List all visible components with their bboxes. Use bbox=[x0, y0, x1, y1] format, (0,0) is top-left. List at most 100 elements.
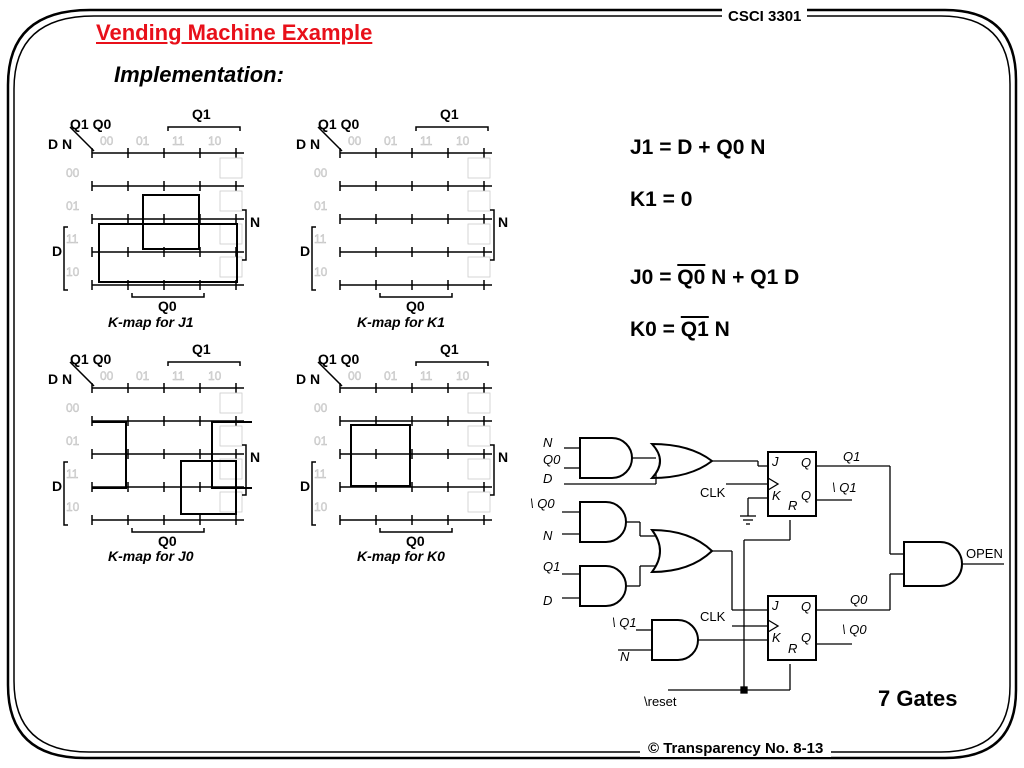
equation-k0: K0 = Q1 N bbox=[630, 318, 730, 341]
or-gate-2 bbox=[649, 528, 714, 574]
and-gate-1 bbox=[579, 437, 633, 479]
and-gate-3 bbox=[579, 565, 627, 607]
input-d-label: D bbox=[543, 471, 552, 486]
kmap-caption-j0: K-map for J0 bbox=[108, 548, 194, 564]
kmap-col-code: 01 bbox=[136, 134, 150, 148]
kmap-q0-label: Q0 bbox=[406, 533, 425, 549]
input-q1-not-label: \ Q1 bbox=[612, 615, 637, 630]
kmap-row-code: 01 bbox=[314, 434, 328, 448]
kmap-row-code: 01 bbox=[66, 434, 80, 448]
input-n-label: N bbox=[543, 435, 553, 450]
svg-text:K: K bbox=[772, 488, 782, 503]
kmap-q1q0-label: Q1 Q0 bbox=[318, 116, 359, 132]
slide-subtitle: Implementation: bbox=[114, 62, 284, 87]
output-q0-label: Q0 bbox=[850, 592, 868, 607]
kmap-row-code: 00 bbox=[314, 401, 328, 415]
kmap-row-code: 00 bbox=[66, 401, 80, 415]
kmap-d-label: D bbox=[300, 478, 310, 494]
kmap-row-code: 10 bbox=[66, 265, 80, 279]
transparency-number: © Transparency No. 8-13 bbox=[640, 740, 832, 757]
clk-label-2: CLK bbox=[700, 609, 726, 624]
svg-text:Q: Q bbox=[801, 488, 811, 503]
svg-text:Q: Q bbox=[801, 599, 811, 614]
kmap-row-code: 10 bbox=[314, 500, 328, 514]
kmap-d-label: D bbox=[52, 243, 62, 259]
kmap-group bbox=[98, 223, 238, 283]
output-open-label: OPEN bbox=[966, 546, 1003, 561]
kmap-col-code: 00 bbox=[348, 369, 362, 383]
kmap-q1q0-label: Q1 Q0 bbox=[70, 351, 111, 367]
kmap-dn-label: D N bbox=[48, 371, 72, 387]
output-q1-not-label: \ Q1 bbox=[832, 480, 857, 495]
kmap-n-label: N bbox=[498, 214, 508, 230]
kmap-group bbox=[142, 194, 200, 250]
kmap-dn-label: D N bbox=[48, 136, 72, 152]
kmap-col-code: 11 bbox=[420, 369, 433, 383]
svg-text:Q: Q bbox=[801, 630, 811, 645]
kmap-col-code: 00 bbox=[348, 134, 362, 148]
kmap-group bbox=[350, 424, 411, 487]
kmap-col-code: 11 bbox=[172, 369, 185, 383]
svg-text:R: R bbox=[788, 498, 797, 513]
kmap-col-code: 10 bbox=[456, 134, 470, 148]
kmap-row-code: 00 bbox=[314, 166, 328, 180]
kmap-j0-wrap-group bbox=[92, 421, 252, 489]
course-label: CSCI 3301 bbox=[722, 8, 808, 25]
and-gate-2 bbox=[579, 501, 627, 543]
kmap-q1-label: Q1 bbox=[440, 341, 459, 357]
and-gate-4 bbox=[651, 619, 699, 661]
kmap-caption-j1: K-map for J1 bbox=[108, 314, 194, 330]
input-q0-label: Q0 bbox=[543, 452, 561, 467]
kmap-row-code: 00 bbox=[66, 166, 80, 180]
input-d2-label: D bbox=[543, 593, 552, 608]
kmap-n-label: N bbox=[498, 449, 508, 465]
kmap-1: 00 01 11 10 00 01 11 10 bbox=[311, 126, 495, 298]
kmap-row-code: 11 bbox=[66, 232, 79, 246]
jk-flip-flop-1 bbox=[767, 451, 817, 517]
kmap-col-code: 01 bbox=[136, 369, 150, 383]
kmap-col-code: 11 bbox=[172, 134, 185, 148]
input-n3-label: N bbox=[620, 649, 630, 664]
clk-label-1: CLK bbox=[700, 485, 726, 500]
kmap-row-code: 11 bbox=[314, 467, 327, 481]
kmap-col-code: 10 bbox=[208, 369, 222, 383]
kmap-q0-label: Q0 bbox=[158, 298, 177, 314]
kmap-q1-label: Q1 bbox=[192, 106, 211, 122]
kmap-d-label: D bbox=[300, 243, 310, 259]
input-q0-not-label: \ Q0 bbox=[530, 496, 555, 511]
output-q0-not-label: \ Q0 bbox=[842, 622, 867, 637]
kmap-col-code: 10 bbox=[208, 134, 222, 148]
kmap-q0-label: Q0 bbox=[158, 533, 177, 549]
kmap-col-code: 00 bbox=[100, 369, 114, 383]
kmap-q1-label: Q1 bbox=[440, 106, 459, 122]
gate-count: 7 Gates bbox=[878, 686, 958, 711]
kmap-row-code: 10 bbox=[66, 500, 80, 514]
and-gate-open bbox=[903, 541, 963, 587]
kmap-col-code: 11 bbox=[420, 134, 433, 148]
svg-text:J: J bbox=[771, 598, 779, 613]
reset-label: \reset bbox=[644, 694, 677, 709]
kmap-n-label: N bbox=[250, 449, 260, 465]
kmap-dn-label: D N bbox=[296, 371, 320, 387]
input-q1-label: Q1 bbox=[543, 559, 560, 574]
svg-text:Q: Q bbox=[801, 455, 811, 470]
jk-flip-flop-2 bbox=[767, 595, 817, 661]
input-n2-label: N bbox=[543, 528, 553, 543]
kmap-row-code: 01 bbox=[314, 199, 328, 213]
svg-text:R: R bbox=[788, 641, 797, 656]
kmap-n-label: N bbox=[250, 214, 260, 230]
kmap-col-code: 01 bbox=[384, 134, 398, 148]
kmap-col-code: 01 bbox=[384, 369, 398, 383]
kmap-row-code: 10 bbox=[314, 265, 328, 279]
output-q1-label: Q1 bbox=[843, 449, 860, 464]
kmap-d-label: D bbox=[52, 478, 62, 494]
kmap-caption-k1: K-map for K1 bbox=[357, 314, 445, 330]
kmap-row-code: 11 bbox=[314, 232, 327, 246]
or-gate-1 bbox=[649, 442, 714, 480]
svg-text:J: J bbox=[771, 454, 779, 469]
equation-j1: J1 = D + Q0 N bbox=[630, 136, 766, 159]
